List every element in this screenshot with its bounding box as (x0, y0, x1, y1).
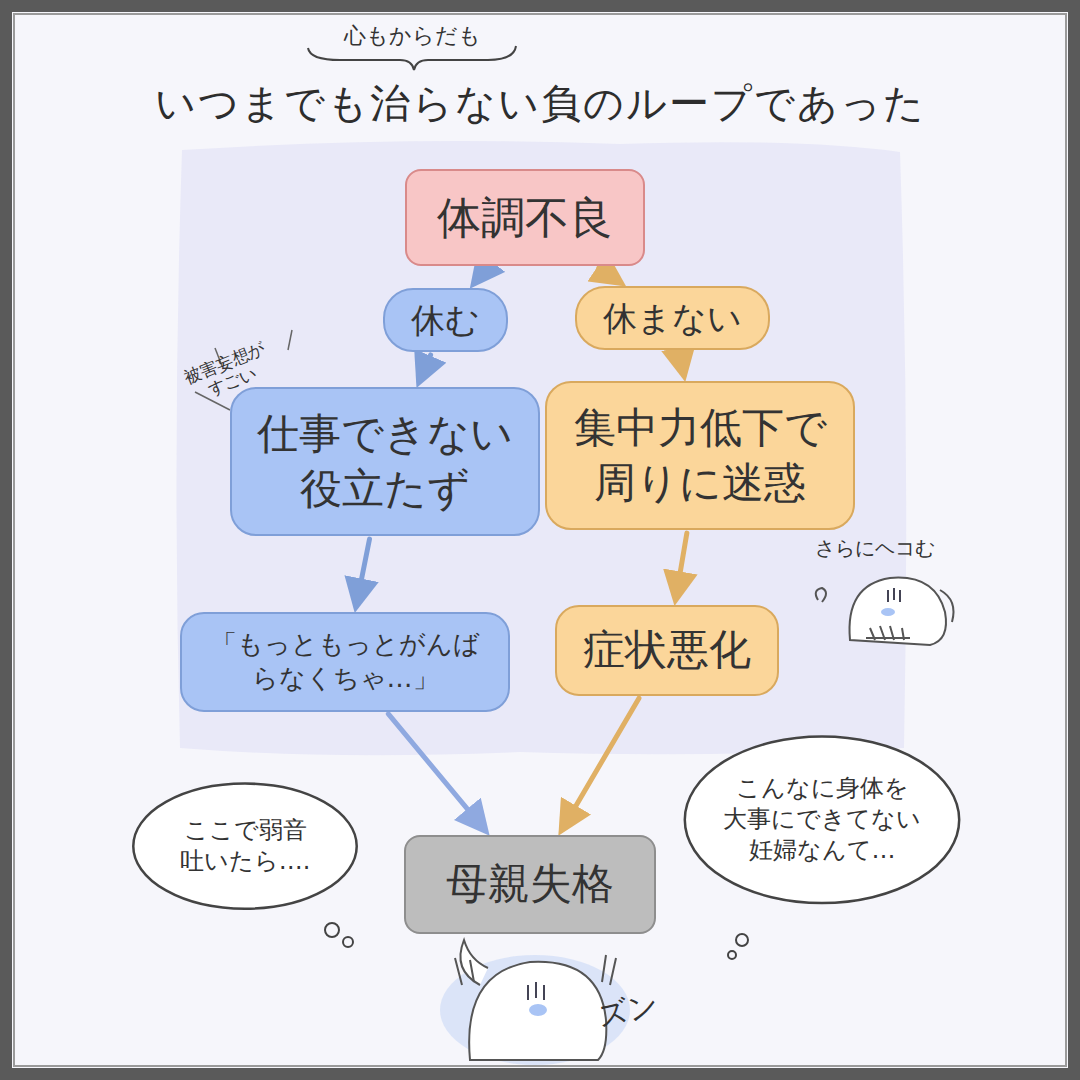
start-box: 体調不良 (405, 169, 645, 266)
process-box: 「もっともっとがんばらなくちゃ…」 (180, 612, 510, 712)
outer-frame (6, 6, 1074, 1074)
thought-bubble: こんなに身体を 大事にできてない 妊婦なんて… (682, 733, 962, 907)
thought-bubble: ここで弱音 吐いたら…. (131, 781, 359, 911)
sad-figure-small (816, 578, 954, 645)
result-box: 母親失格 (404, 835, 656, 934)
note-tick (288, 330, 292, 350)
flow-arrow (562, 698, 639, 830)
flow-arrow (356, 539, 369, 606)
brace (308, 46, 516, 70)
annotation: 心もからだも (312, 23, 512, 49)
node-text: 休まない (603, 296, 742, 340)
flow-arrow (474, 269, 485, 284)
node-text: 集中力低下で 周りに迷惑 (569, 401, 831, 510)
node-text: 休む (411, 298, 480, 342)
sad-figure-main (455, 940, 616, 1060)
flow-arrow (388, 714, 485, 830)
node-text: 体調不良 (437, 189, 613, 246)
loop-panel (176, 141, 906, 755)
side-note: さらにヘコむ (805, 536, 945, 560)
branch-bubble: 休む (383, 288, 508, 352)
flow-arrow (680, 353, 684, 375)
title: いつまでも治らない負のループであった (0, 76, 1080, 131)
flow-arrow (419, 355, 430, 382)
bubble-outline (131, 781, 359, 911)
node-text: 「もっともっとがんばらなくちゃ…」 (200, 628, 490, 696)
flow-arrow (599, 268, 621, 283)
branch-bubble: 休まない (575, 286, 770, 350)
node-text: こんなに身体を 大事にできてない 妊婦なんて… (722, 773, 922, 867)
node-text: ここで弱音 吐いたら…. (175, 815, 315, 877)
node-text: 母親失格 (446, 857, 614, 912)
node-text: 症状悪化 (583, 623, 751, 678)
node-text: 仕事できない 役立たず (254, 407, 516, 516)
inner-frame (14, 14, 1066, 1066)
process-box: 仕事できない 役立たず (230, 387, 540, 536)
flow-arrow (676, 533, 687, 599)
process-box: 集中力低下で 周りに迷惑 (545, 381, 855, 530)
process-box: 症状悪化 (555, 605, 779, 696)
